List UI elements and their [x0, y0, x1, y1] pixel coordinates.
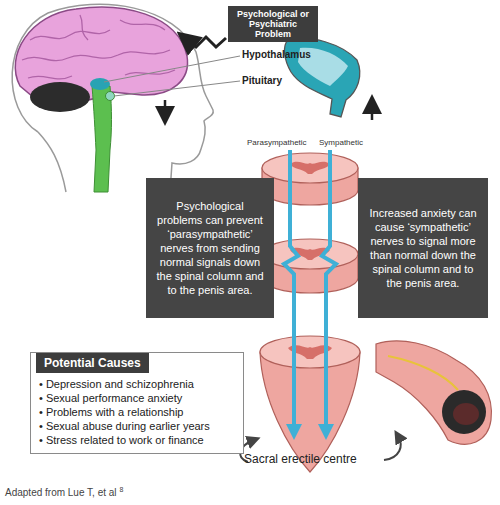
leader-line — [104, 56, 240, 82]
part-label: Hypothalamus — [242, 49, 311, 60]
grey-matter — [290, 162, 330, 174]
curved-arrow — [384, 436, 401, 460]
pituitary-small — [106, 92, 115, 101]
box-text: Psychological or Psychiatric Problem — [236, 9, 310, 39]
hypothalamus-small — [90, 78, 110, 90]
gyrus-line — [22, 50, 170, 61]
list-item: • Sexual performance anxiety — [39, 391, 243, 405]
reference-number: 8 — [120, 486, 124, 493]
down-arrow — [164, 100, 167, 116]
heading-row: Potential Causes — [31, 353, 243, 377]
box-text: Increased anxiety can cause ‘sympathetic… — [367, 206, 479, 290]
gyrus-line — [30, 30, 110, 40]
cross-section-inner — [453, 403, 479, 425]
leader-line — [114, 81, 240, 96]
gyrus-line — [120, 20, 165, 30]
list-item: • Sexual abuse during earlier years — [39, 419, 243, 433]
cross-section — [442, 390, 486, 434]
list-item: • Depression and schizophrenia — [39, 377, 243, 391]
parasympathetic-nerve — [284, 150, 298, 432]
part-label: Sacral erectile centre — [244, 452, 357, 466]
list-item: • Stress related to work or finance — [39, 433, 243, 447]
problem-box: Psychological or Psychiatric Problem — [228, 6, 318, 42]
causes-box: Potential Causes • Depression and schizop… — [30, 352, 244, 454]
nerve-line — [388, 356, 458, 390]
sympathetic-nerve — [322, 150, 336, 432]
spinal-section-top — [262, 153, 358, 183]
zigzag-arrow — [186, 37, 226, 47]
brain-gyri — [22, 15, 175, 79]
box-text: Psychological problems can prevent ‘para… — [155, 199, 265, 297]
part-label: Pituitary — [242, 75, 282, 86]
gyrus-line — [125, 70, 175, 75]
box-text-wrap: Increased anxiety can cause ‘sympathetic… — [367, 206, 479, 290]
gyrus-line — [28, 76, 72, 79]
nerve-label: Sympathetic — [319, 138, 363, 147]
penis-illustration — [376, 341, 491, 444]
spinal-section-top — [262, 239, 358, 269]
nerve-label: Parasympathetic — [247, 138, 307, 147]
up-arrow — [371, 104, 374, 120]
brainstem — [92, 86, 112, 192]
box-text-wrap: Psychological problems can prevent ‘para… — [155, 199, 265, 297]
spinal-section-top — [260, 336, 360, 368]
neck-outline — [38, 132, 66, 192]
box-heading: Potential Causes — [36, 353, 149, 373]
caption: Adapted from Lue T, et al — [5, 487, 117, 498]
list-item: • Problems with a relationship — [39, 405, 243, 419]
explanation-box: Psychological problems can prevent ‘para… — [146, 178, 274, 318]
gyrus-line — [80, 15, 88, 40]
head-outline — [12, 4, 213, 192]
explanation-box: Increased anxiety can cause ‘sympathetic… — [358, 178, 488, 318]
cerebellum — [30, 82, 90, 112]
